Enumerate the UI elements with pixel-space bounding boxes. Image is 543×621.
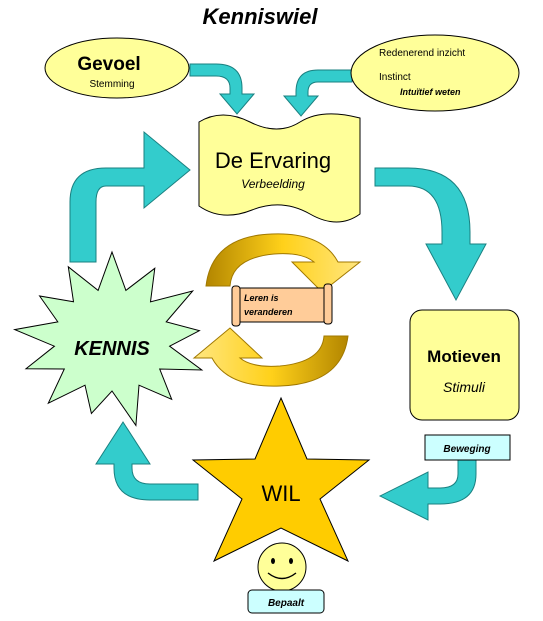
motieven-node: Motieven Stimuli <box>409 309 520 421</box>
inzicht-line1: Redenerend inzicht <box>379 48 465 59</box>
cycle-arrows <box>192 233 362 387</box>
kennis-node: KENNIS <box>12 250 204 427</box>
arrow-wil-kennis <box>95 421 199 501</box>
inzicht-line3: Intuïtief weten <box>400 87 461 97</box>
scroll-line2: veranderen <box>244 307 293 317</box>
arrow-kennis-ervaring <box>69 130 191 263</box>
wil-node: WIL <box>191 396 371 563</box>
kennis-burst <box>12 250 204 427</box>
beweging-label: Beweging <box>443 444 490 455</box>
scroll-line1: Leren is <box>244 293 279 303</box>
inzicht-node: Redenerend inzicht Instinct Intuïtief we… <box>350 34 520 112</box>
arrow-ervaring-motieven <box>374 167 487 302</box>
gevoel-title: Gevoel <box>77 54 140 75</box>
cycle-arrow-top <box>205 233 362 293</box>
motieven-title: Motieven <box>427 347 501 366</box>
motieven-subtitle: Stimuli <box>443 379 486 395</box>
kennis-label: KENNIS <box>74 338 150 360</box>
gevoel-subtitle: Stemming <box>89 79 134 90</box>
bepaalt-label: Bepaalt <box>268 598 305 609</box>
diagram-title: Kenniswiel <box>203 4 319 29</box>
beweging-box: Beweging <box>424 434 511 461</box>
ervaring-subtitle: Verbeelding <box>241 177 305 191</box>
inzicht-line2: Instinct <box>379 72 411 83</box>
wil-label: WIL <box>261 481 300 506</box>
cycle-arrow-bottom <box>192 327 349 387</box>
arrow-beweging-wil <box>378 459 477 521</box>
ervaring-node: De Ervaring Verbeelding <box>198 113 361 223</box>
scroll-note: Leren is veranderen <box>231 283 333 327</box>
gevoel-node: Gevoel Stemming <box>44 37 190 99</box>
ervaring-title: De Ervaring <box>215 148 331 173</box>
bepaalt-box: Bepaalt <box>247 589 325 614</box>
arrow-inzicht-ervaring <box>282 69 353 117</box>
smiley-icon <box>257 542 307 592</box>
arrow-gevoel-ervaring <box>189 63 256 115</box>
